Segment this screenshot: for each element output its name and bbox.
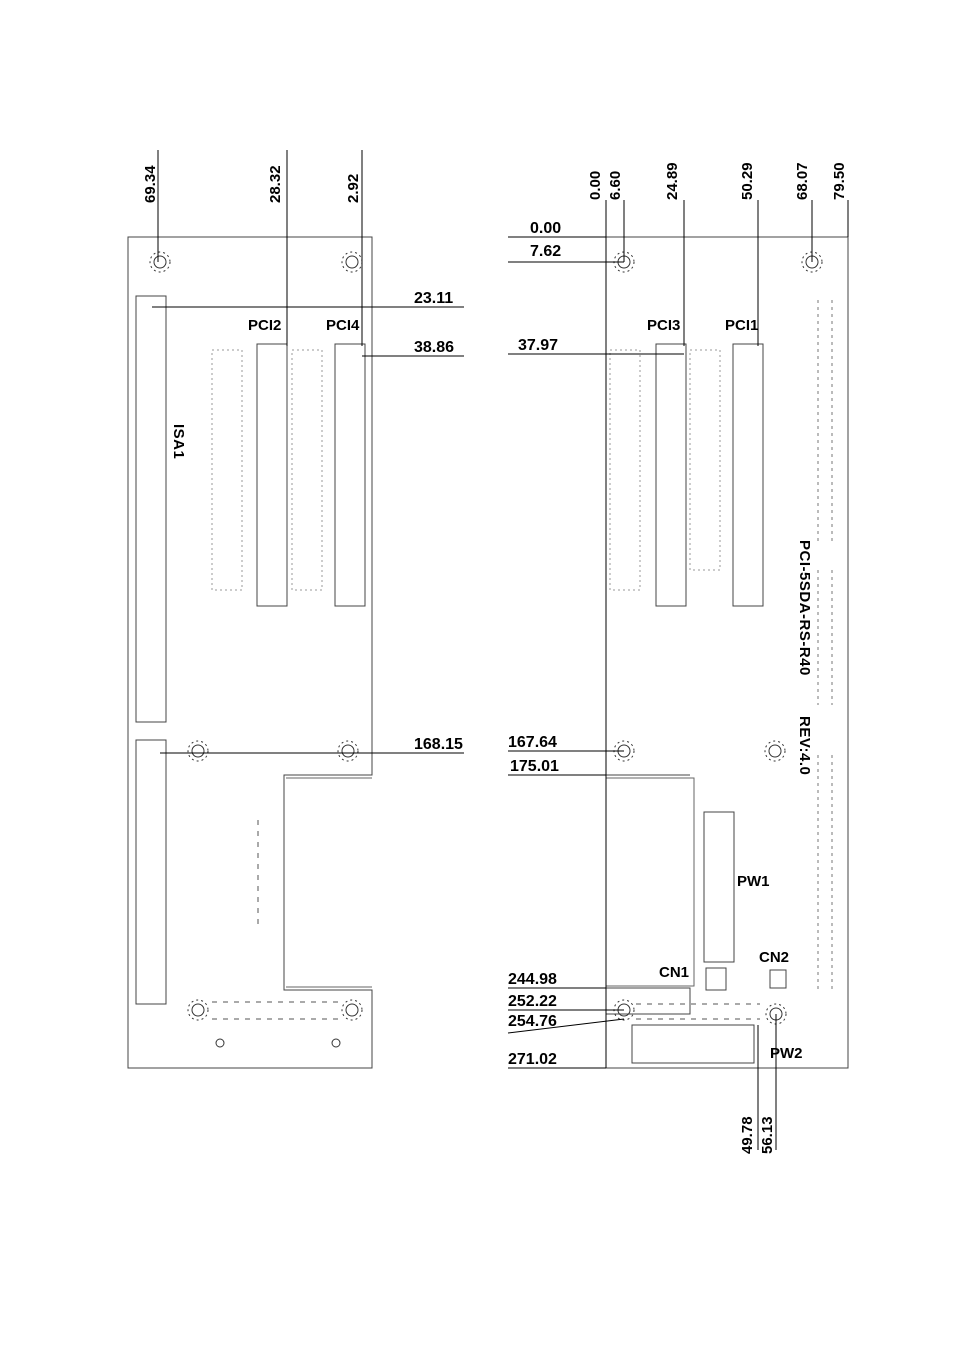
dim-right-y7: 252.22 [508, 993, 557, 1010]
dim-right-x2: 6.60 [607, 170, 624, 200]
dim-right-y5: 175.01 [510, 758, 559, 775]
model-label: PCI-5SDA-RS-R40 [796, 540, 813, 676]
right-board-cutout [606, 777, 695, 987]
pci2-label: PCI2 [248, 317, 282, 334]
right-edge-pins [817, 300, 833, 990]
pci4-slot [334, 343, 366, 607]
dim-right-x4: 50.29 [739, 162, 756, 200]
dim-right-x1: 0.00 [587, 170, 604, 200]
pci-pin-field-c [609, 349, 641, 591]
pw1-label: PW1 [737, 873, 770, 890]
right-lower-pins [636, 1003, 760, 1020]
pci1-label: PCI1 [725, 317, 759, 334]
dim-right-bottom1: 49.78 [739, 1116, 756, 1154]
pci3-label: PCI3 [647, 317, 681, 334]
revision-label: REV:4.0 [796, 716, 813, 776]
left-lower-pins [212, 820, 342, 1020]
dim-right-y3: 37.97 [518, 337, 559, 354]
dim-right-y8: 254.76 [508, 1013, 557, 1030]
dim-right-x6: 79.50 [831, 162, 848, 200]
dim-left-x2: 28.32 [267, 165, 284, 203]
dim-left-y2: 38.86 [414, 339, 455, 356]
pw1-connector [703, 811, 735, 963]
left-mount-holes [149, 251, 363, 1048]
right-dimension-lines [507, 200, 849, 1150]
cn1-label: CN1 [659, 964, 690, 981]
dim-left-y3: 168.15 [414, 736, 463, 753]
pci1-slot [732, 343, 764, 607]
isa1-slot-upper [135, 295, 167, 723]
isa1-slot-lower [135, 739, 167, 1005]
pw2-label: PW2 [770, 1045, 803, 1062]
isa1-label: ISA1 [170, 424, 187, 460]
dim-right-x3: 24.89 [664, 162, 681, 200]
dim-right-x5: 68.07 [794, 162, 811, 200]
pci3-slot [655, 343, 687, 607]
dim-right-bottom2: 56.13 [759, 1116, 776, 1154]
left-dimension-lines [152, 150, 464, 754]
left-board-cutout [286, 777, 372, 988]
pci-pin-field-a [211, 349, 243, 591]
dim-right-y6: 244.98 [508, 971, 557, 988]
right-mount-holes [613, 251, 823, 1025]
left-board [127, 236, 373, 1069]
left-board-outline [127, 236, 373, 1069]
cn2-connector [769, 969, 787, 989]
cn1-connector [705, 967, 727, 991]
pw2-connector [631, 1024, 755, 1064]
dim-left-x3: 2.92 [345, 173, 362, 203]
dim-right-y1: 0.00 [530, 220, 562, 237]
pci-pin-field-b [291, 349, 323, 591]
dim-right-y4: 167.64 [508, 734, 557, 751]
pci-pin-field-d [689, 349, 721, 571]
dim-left-x1: 69.34 [142, 165, 159, 203]
dim-right-y2: 7.62 [530, 243, 562, 260]
pci2-slot [256, 343, 288, 607]
cn2-label: CN2 [759, 949, 790, 966]
dim-left-y1: 23.11 [414, 290, 454, 307]
right-board-outline [605, 236, 849, 1069]
pci4-label: PCI4 [326, 317, 360, 334]
dim-right-y9: 271.02 [508, 1051, 557, 1068]
